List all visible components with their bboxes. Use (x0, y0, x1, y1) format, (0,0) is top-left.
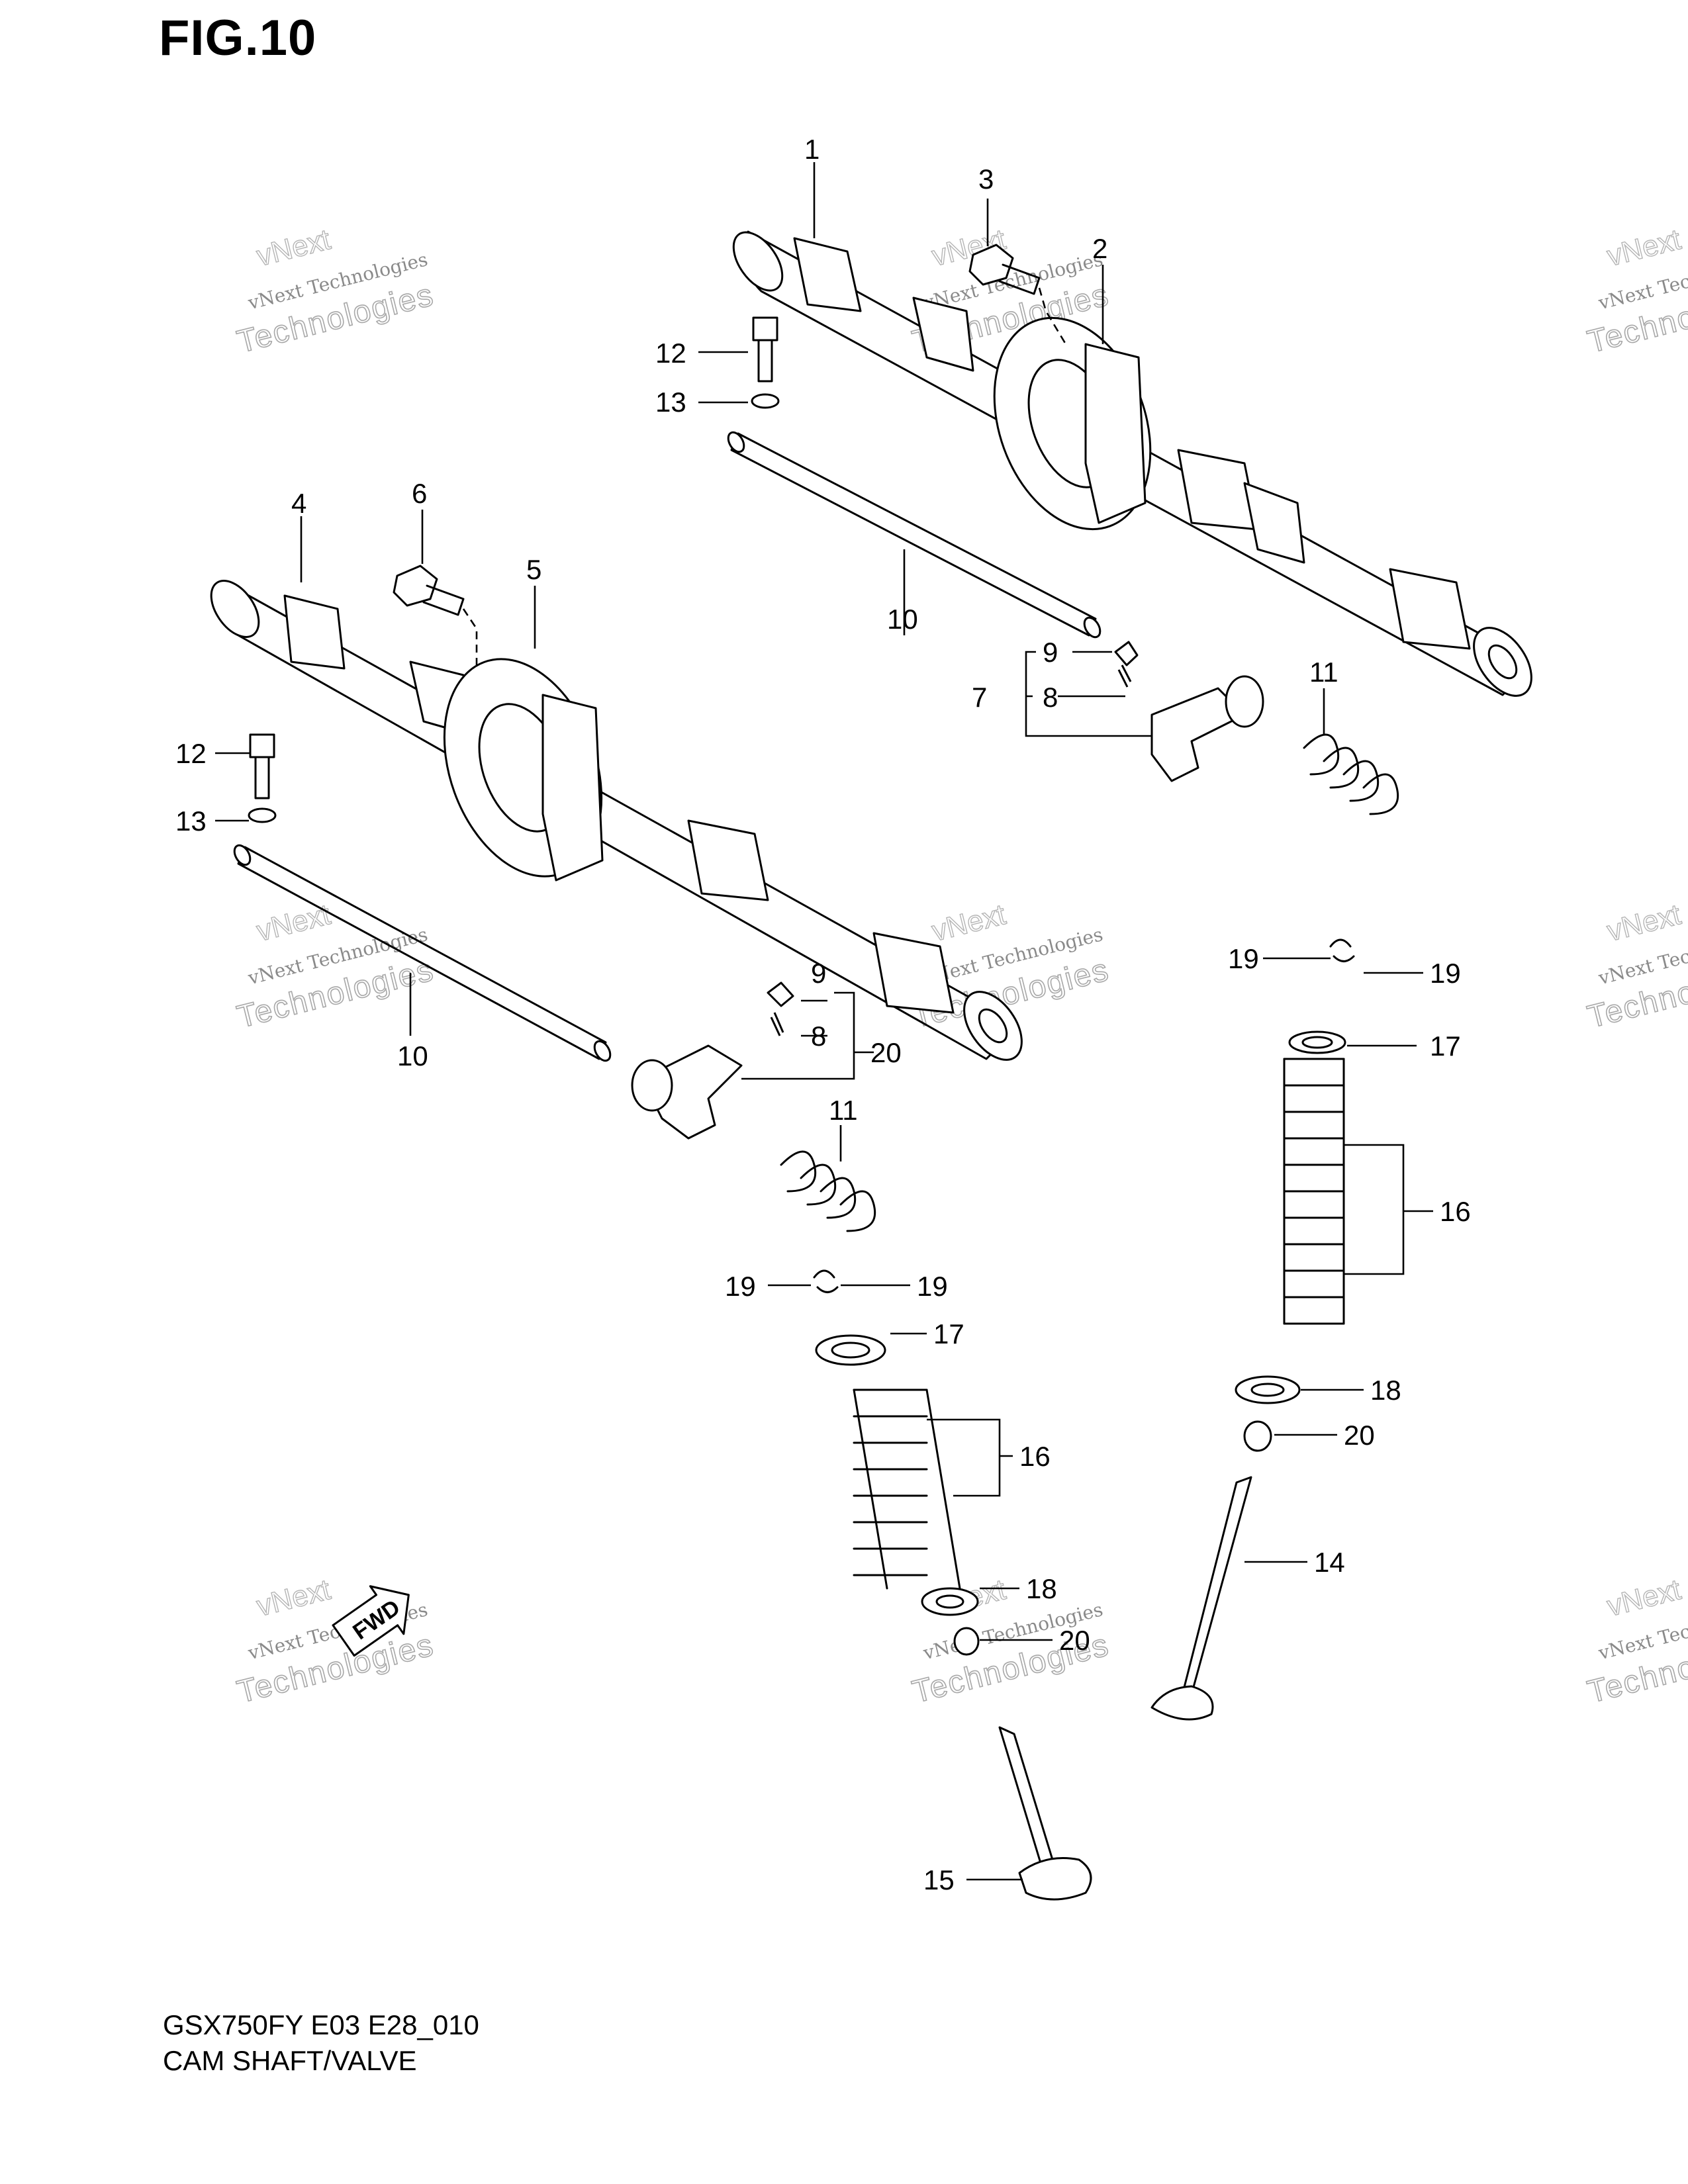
figure-caption: CAM SHAFT/VALVE (163, 2045, 417, 2076)
callout-7: 7 (972, 682, 987, 713)
figure-title: FIG.10 (159, 10, 317, 66)
callout-3: 3 (978, 163, 994, 195)
sprocket-bolt-upper (968, 244, 1067, 345)
callout-5: 5 (526, 554, 541, 585)
callout-17: 17 (1430, 1030, 1461, 1062)
svg-text:vNext: vNext (254, 898, 334, 948)
rocker-spring-upper (1303, 733, 1399, 815)
rocker-spring-lower (780, 1150, 876, 1232)
watermark-group: vNext vNext Technologies Technologies vN… (233, 222, 1688, 1710)
callout-10: 10 (887, 604, 918, 635)
callout-17: 17 (933, 1318, 964, 1349)
camshaft-upper (732, 230, 1532, 697)
svg-text:vNext: vNext (1604, 898, 1684, 948)
svg-text:vNext: vNext (1604, 223, 1684, 273)
callout-8: 8 (1043, 682, 1058, 713)
svg-text:vNext: vNext (1604, 1573, 1684, 1623)
watermark: vNext vNext Technologies Technologies (1583, 1572, 1688, 1710)
callout-9: 9 (811, 958, 826, 989)
callout-13: 13 (655, 387, 686, 418)
callout-1: 1 (804, 134, 820, 165)
callout-12: 12 (655, 338, 686, 369)
callout-16: 16 (1440, 1196, 1471, 1227)
rocker-shaft-lower (233, 844, 612, 1062)
callout-labels: 1 2 3 4 5 6 7 8 9 10 11 12 13 14 15 16 1… (175, 134, 1471, 1895)
watermark: vNext vNext Technologies Technologies (233, 222, 438, 360)
cam-sprocket-lower (443, 658, 604, 882)
svg-text:vNext: vNext (254, 1573, 334, 1623)
callout-16: 16 (1019, 1441, 1051, 1472)
callout-6: 6 (412, 478, 427, 509)
callout-9: 9 (1043, 637, 1058, 668)
callout-19: 19 (725, 1271, 756, 1302)
callout-4: 4 (291, 488, 306, 519)
callout-12: 12 (175, 738, 207, 769)
callout-8: 8 (811, 1021, 826, 1052)
cam-sprocket-upper (993, 316, 1152, 531)
callout-19: 19 (917, 1271, 948, 1302)
callout-14: 14 (1314, 1547, 1345, 1578)
callout-20: 20 (1059, 1625, 1090, 1656)
model-code: GSX750FY E03 E28_010 (163, 2009, 479, 2040)
watermark: vNext vNext Technologies Technologies (1583, 897, 1688, 1035)
rocker-arm-lower (631, 981, 794, 1140)
camshaft-lower (210, 580, 1023, 1061)
shaft-bolt-lower (248, 733, 277, 823)
watermark: vNext vNext Technologies Technologies (233, 1572, 438, 1710)
callout-20: 20 (870, 1037, 902, 1068)
sprocket-bolt-lower (393, 565, 478, 668)
rocker-arm-upper (1114, 641, 1264, 782)
valve-stack-left (813, 1269, 1092, 1901)
callout-19: 19 (1430, 958, 1461, 989)
svg-text:vNext: vNext (254, 223, 334, 273)
valve-stack-right (1150, 938, 1355, 1721)
callout-11: 11 (1309, 657, 1338, 688)
callout-20: 20 (1344, 1420, 1375, 1451)
callout-18: 18 (1026, 1573, 1057, 1604)
leader-lines (215, 162, 1433, 1881)
rocker-shaft-upper (727, 431, 1102, 639)
callout-13: 13 (175, 805, 207, 837)
callout-11: 11 (829, 1095, 858, 1126)
callout-18: 18 (1370, 1375, 1401, 1406)
callout-10: 10 (397, 1040, 428, 1071)
callout-15: 15 (923, 1864, 955, 1895)
shaft-bolt-upper (751, 316, 780, 409)
svg-text:vNext: vNext (929, 898, 1009, 948)
watermark: vNext vNext Technologies Technologies (1583, 222, 1688, 360)
callout-19: 19 (1228, 943, 1259, 974)
callout-2: 2 (1092, 233, 1107, 264)
